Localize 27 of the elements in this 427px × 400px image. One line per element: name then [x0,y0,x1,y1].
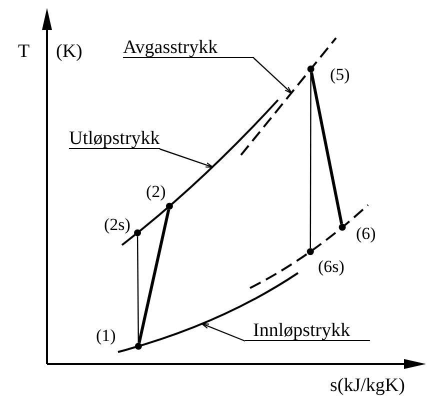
state-point-label: (6s) [318,258,344,275]
pressure-label: Innløpstrykk [253,321,350,340]
state-point-dot [307,66,314,72]
state-point-label: (6) [356,225,376,242]
state-point-dot [134,342,142,350]
leader-line [253,58,292,94]
leader-line [200,322,246,342]
state-point-dot [338,224,346,231]
state-point-label: (1) [96,327,116,344]
state-point-dot [306,248,314,256]
process-line [138,209,170,344]
state-point-label: (5) [330,66,350,83]
pressure-label: Utløpstrykk [69,129,160,148]
pressure-label: Avgasstrykk [123,38,218,57]
isentropic-line [136,236,139,343]
state-point-dot [166,202,173,210]
state-point-dot [134,229,142,236]
isentropic-line [310,72,312,248]
state-point-label: (2) [146,183,166,200]
underlined-label-box [245,321,370,341]
process-line [310,72,344,224]
axis-label: s(kJ/kgK) [330,376,405,395]
leader-line [160,148,214,168]
state-point-label: (2s) [104,216,130,233]
underlined-label-box [123,38,254,58]
axis-label: T [18,42,30,61]
axis-label: (K) [56,42,82,61]
